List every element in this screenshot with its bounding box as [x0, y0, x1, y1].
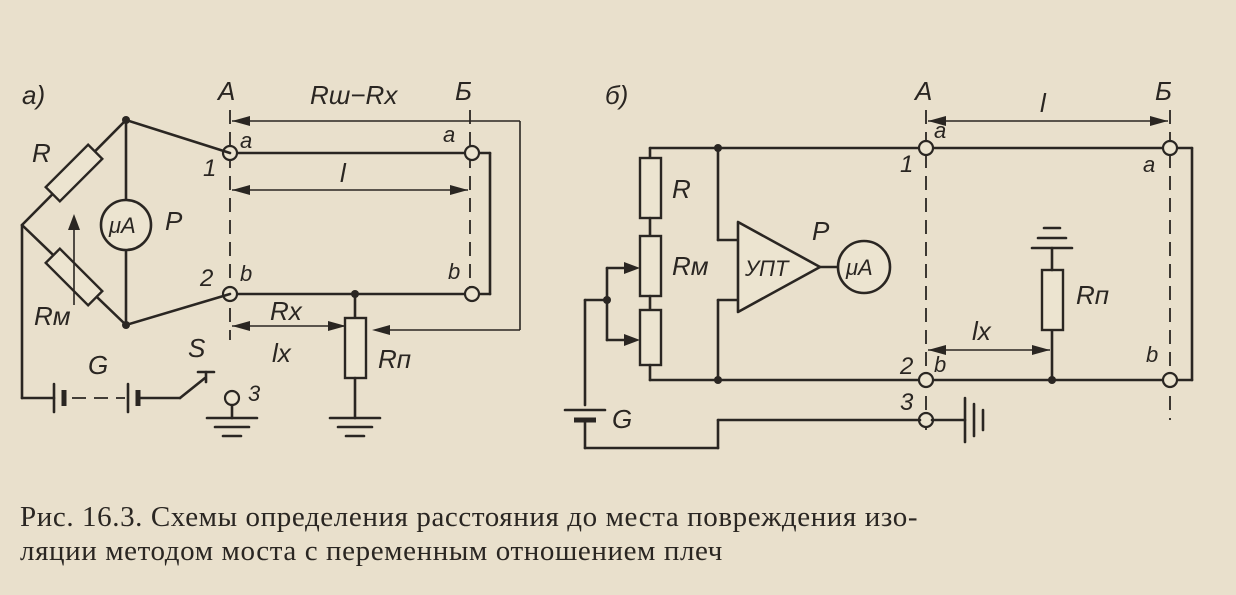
terminal-2-label: 2: [899, 353, 913, 380]
resistor-rm: [638, 234, 663, 298]
terminal-a-label: a: [934, 118, 946, 143]
resistor-rp: [343, 316, 368, 380]
resistor-r: [638, 156, 663, 220]
meter-label-p: P: [812, 216, 830, 246]
meter-label-p: P: [165, 206, 183, 236]
resistor-r: [44, 143, 104, 203]
lx-label: lx: [972, 316, 992, 346]
terminal-1-label: 1: [900, 151, 913, 178]
terminal-2-label: 2: [199, 265, 213, 292]
resistor-lower: [638, 308, 663, 367]
ground-symbol: [205, 416, 259, 438]
resistor-rp-label: Rп: [1076, 280, 1109, 310]
battery-g-label: G: [88, 350, 108, 380]
caption-line: Рис. 16.3. Схемы определения расстояния …: [20, 501, 919, 533]
amplifier-upt: [736, 220, 822, 314]
terminal-node: [463, 144, 481, 162]
resistor-rp-label: Rп: [378, 344, 411, 374]
resistor-rm-label: Rм: [672, 251, 709, 281]
terminal-a-label: a: [443, 122, 455, 147]
switch-s: [178, 370, 216, 400]
terminal-b-label: b: [240, 261, 252, 286]
terminal-a-label: a: [240, 128, 252, 153]
resistor-rm: [44, 214, 104, 307]
caption-line: ляции методом моста с переменным отношен…: [20, 535, 723, 567]
amplifier-circuit-b: б) А Б l a a b b 1 2 3: [563, 76, 1194, 450]
resistor-rp: [1040, 268, 1065, 332]
terminal-node: [1161, 139, 1179, 157]
microammeter: [99, 198, 153, 252]
ground-symbol: [328, 416, 382, 438]
switch-s-label: S: [188, 333, 206, 363]
battery-g: [563, 408, 607, 423]
terminal-a-label: a: [1143, 152, 1155, 177]
rx-label: Rx: [270, 296, 303, 326]
figure-caption: Рис. 16.3. Схемы определения расстояния …: [20, 500, 1220, 568]
terminal-b-label: b: [448, 259, 460, 284]
top-range-label: Rш−Rx: [310, 80, 398, 110]
terminal-node: [463, 285, 481, 303]
terminal-3-label: 3: [900, 389, 914, 416]
microammeter: [836, 239, 892, 295]
panel-label-a: а): [22, 80, 45, 110]
terminal-node: [917, 371, 935, 389]
ground-symbol: [963, 396, 985, 444]
terminal-node: [1161, 371, 1179, 389]
terminal-node: [917, 139, 935, 157]
microammeter-symbol: μA: [108, 213, 136, 238]
point-a-label: А: [913, 76, 932, 106]
panel-label-b: б): [605, 80, 628, 110]
terminal-node: [223, 389, 241, 407]
ground-symbol: [1030, 226, 1074, 250]
length-l-label: l: [340, 158, 347, 188]
battery-g: [52, 382, 141, 414]
bridge-circuit-a: а) А Б Rш−Rx l a a b b 1 2: [20, 76, 521, 438]
circuit-figure: а) А Б Rш−Rx l a a b b 1 2: [20, 76, 1194, 450]
battery-g-label: G: [612, 404, 632, 434]
amplifier-label: УПТ: [744, 256, 790, 281]
terminal-b-label: b: [1146, 342, 1158, 367]
resistor-r-label: R: [672, 174, 691, 204]
terminal-1-label: 1: [203, 155, 216, 182]
length-l-label: l: [1040, 88, 1047, 118]
point-b-label: Б: [1155, 76, 1172, 106]
point-a-label: А: [216, 76, 235, 106]
point-b-label: Б: [455, 76, 472, 106]
resistor-rm-label: Rм: [34, 301, 71, 331]
microammeter-symbol: μA: [845, 255, 873, 280]
terminal-b-label: b: [934, 352, 946, 377]
terminal-3-label: 3: [248, 381, 261, 406]
resistor-r-label: R: [32, 138, 51, 168]
lx-label: lx: [272, 338, 292, 368]
